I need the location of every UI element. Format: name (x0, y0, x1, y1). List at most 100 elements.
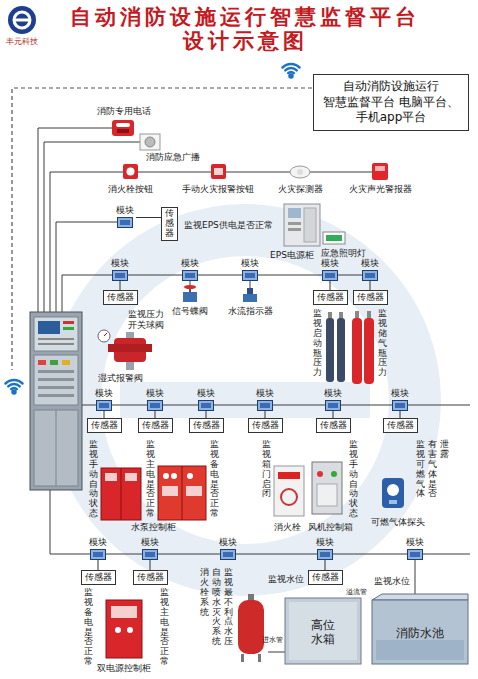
node-text: 模块 (95, 388, 113, 399)
bus-wire-part (38, 128, 112, 312)
sensor-box: 传感器 (383, 418, 418, 433)
text-label: 监视压力 开关球阀 (126, 309, 166, 331)
module-icon (96, 400, 112, 411)
emergency-light (323, 232, 345, 244)
pump-cabinet-part (171, 473, 177, 479)
start-cylinder-part (328, 312, 332, 318)
text-label: 监视EPS供电是否正常 (184, 220, 273, 231)
module-box: 模块 (239, 258, 261, 281)
fire-phone-part (117, 129, 129, 133)
vertical-label: 监视启动瓶压力 (313, 309, 322, 378)
module-box: 模块 (114, 205, 136, 228)
text-label: 消防应急广播 (146, 152, 200, 163)
watermark-part (75, 230, 415, 570)
text-label: 水流指示器 (228, 306, 273, 317)
module-box: 模块 (322, 388, 344, 411)
node-text: 传感器 (357, 292, 384, 303)
text-label: 水泵控制柜 (131, 522, 176, 533)
start-cylinder-part (339, 312, 343, 318)
module-box: 模块 (139, 537, 161, 560)
emergency-light-part (323, 232, 345, 244)
sensor-box: 传感器 (138, 418, 173, 433)
vertical-label: 监视箱门启闭 (262, 440, 271, 499)
connector (370, 281, 371, 290)
module-icon (362, 270, 378, 281)
text-label: 信号蝶阀 (172, 306, 208, 317)
module-icon (242, 270, 258, 281)
eps-cabinet-part (288, 222, 301, 225)
start-cylinder-part (326, 318, 334, 382)
node-text: 传感器 (85, 572, 112, 583)
control-cabinet-part (63, 321, 74, 324)
gas-detector (382, 478, 404, 508)
module-box: 模块 (144, 388, 166, 411)
text-label: 监视水位 (268, 574, 304, 585)
sensor-box: 传感器 (189, 418, 224, 433)
node-text: 传感器 (252, 420, 279, 431)
manual-alarm (211, 164, 226, 179)
node-text: 模块 (406, 537, 424, 548)
connector (265, 411, 266, 418)
hydrant-button-part (127, 168, 135, 176)
hydrant-box (274, 466, 304, 516)
sensor-box: 传感器 (248, 418, 283, 433)
wifi-icon-part (290, 75, 293, 78)
text-label: 可燃气体探头 (371, 517, 425, 528)
sound-light-alarm (372, 163, 388, 180)
pump-cabinet-part (125, 473, 137, 481)
wifi-icon-part (13, 391, 16, 394)
wet-alarm-valve (98, 330, 152, 370)
text-label: 消防水池 (396, 626, 444, 640)
control-cabinet-part (34, 410, 78, 486)
node-text: 模块 (181, 258, 199, 269)
eps-cabinet-part (304, 208, 316, 242)
control-cabinet (30, 312, 82, 490)
control-cabinet-part (38, 370, 74, 373)
module-box: 模块 (93, 388, 115, 411)
text-label: 高位 水箱 (303, 618, 343, 647)
connector (206, 411, 207, 418)
signal-valve-part (183, 292, 197, 302)
eps-cabinet (284, 204, 320, 246)
sensor-box: 传感器 (81, 570, 116, 585)
pump-cabinet-part (186, 486, 202, 496)
module-icon (90, 549, 106, 560)
pump-cabinet-part (187, 473, 193, 479)
bus-wire-part (82, 405, 470, 406)
node-text: 传感器 (142, 420, 169, 431)
module-icon (147, 400, 163, 411)
control-cabinet-part (38, 360, 46, 365)
connector (120, 281, 121, 290)
module-box: 模块 (179, 258, 201, 281)
node-text: 模块 (361, 258, 379, 269)
high-water-tank-part (289, 602, 357, 660)
vertical-label: 监视备电是否正常 (210, 440, 219, 519)
signal-valve-part (184, 285, 196, 289)
fan-control-box-part (312, 462, 342, 514)
diagram-title: 自动消防设施运行智慧监督平台 设计示意图 (60, 5, 430, 53)
node-text: 模块 (241, 258, 259, 269)
connector (325, 560, 326, 570)
cloud-link (12, 88, 312, 370)
hydrant-box-part (281, 489, 297, 505)
vertical-label: 监视主电是否正常 (160, 588, 169, 667)
module-box: 模块 (217, 537, 239, 560)
vertical-label: 监视手动自动状态 (349, 440, 358, 519)
module-icon (198, 400, 214, 411)
module-box: 模块 (319, 258, 341, 281)
vertical-label: 监视主电是否正常 (146, 440, 155, 519)
module-box: 模块 (404, 537, 426, 560)
eps-cabinet-part (288, 208, 301, 218)
control-cabinet-part (34, 355, 78, 405)
connector (155, 411, 156, 418)
node-text: 传感器 (317, 292, 344, 303)
module-icon (257, 400, 273, 411)
pressure-tank-part (248, 594, 254, 600)
module-box: 模块 (109, 258, 131, 281)
node-text: 模块 (219, 537, 237, 548)
node-text: 模块 (324, 388, 342, 399)
sound-light-alarm-part (375, 166, 385, 171)
fire-phone-part (116, 123, 130, 127)
eps-cabinet-part (288, 228, 301, 231)
text-label: 手动火灾报警按钮 (182, 184, 254, 195)
